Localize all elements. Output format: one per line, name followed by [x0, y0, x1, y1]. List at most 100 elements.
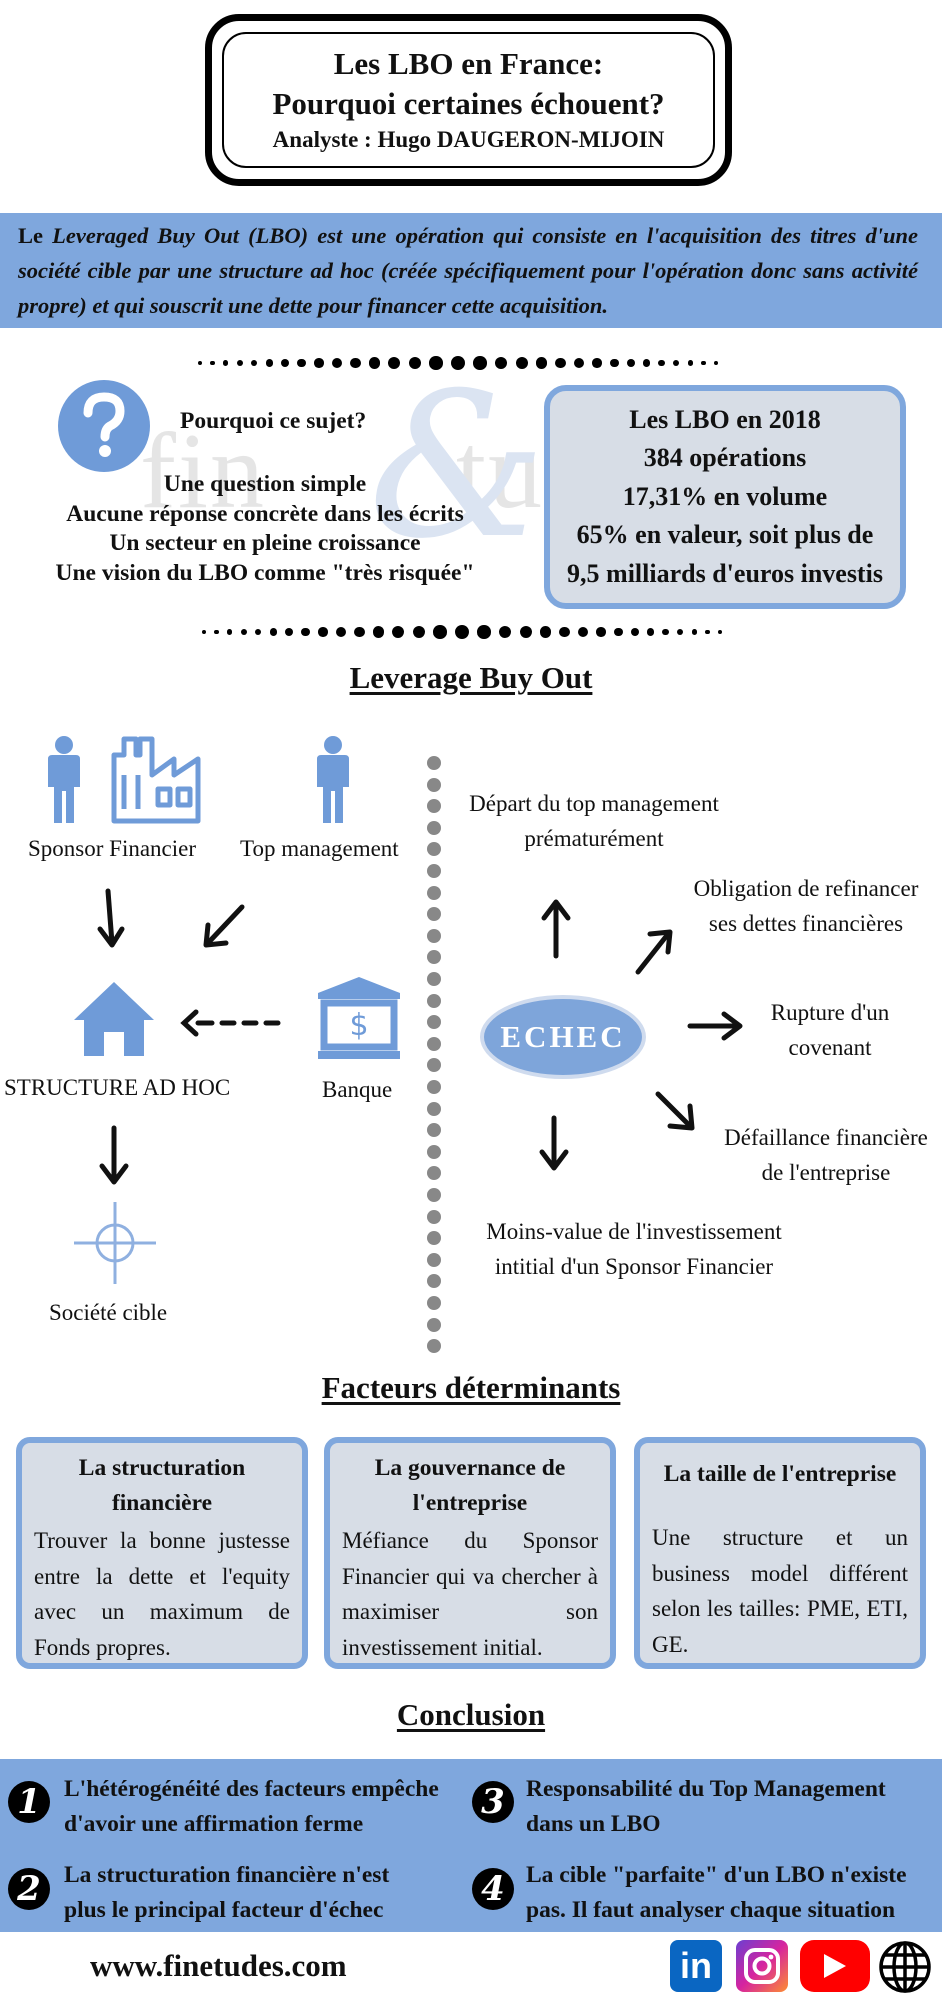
separator-dot	[613, 627, 623, 637]
conclusion-band	[0, 1759, 942, 1932]
separator-dot	[519, 626, 532, 638]
number-badge: 4	[472, 1868, 514, 1910]
separator-dot	[285, 628, 294, 636]
factor-card-title: La taille de l'entreprise	[663, 1461, 897, 1487]
person-icon	[48, 736, 80, 823]
globe-icon[interactable]	[878, 1940, 932, 1994]
separator-dot	[227, 629, 233, 635]
stats-line: 65% en valeur, soit plus de	[576, 520, 874, 550]
divider-dot	[427, 885, 441, 900]
definition-text: Le Leveraged Buy Out (LBO) est une opéra…	[18, 223, 918, 318]
divider-dot	[427, 1101, 441, 1116]
linkedin-icon[interactable]: in	[670, 1940, 722, 1992]
why-line: Une vision du LBO comme "très risquée"	[55, 559, 475, 586]
factor-card-body: Trouver la bonne justesse entre la dette…	[34, 1528, 290, 1660]
title-frame: Les LBO en France: Pourquoi certaines éc…	[222, 32, 715, 168]
number-badge: 2	[8, 1868, 50, 1910]
divider-dot	[427, 1080, 441, 1094]
divider-dot	[427, 1123, 441, 1138]
separator-dot	[202, 630, 206, 634]
divider-dot	[427, 1296, 441, 1310]
divider-dot	[427, 1209, 441, 1224]
conclusion-title: Conclusion	[396, 1697, 546, 1732]
divider-dot	[427, 777, 441, 792]
divider-dot	[427, 1339, 441, 1354]
website-link[interactable]: www.finetudes.com	[90, 1948, 347, 1983]
separator-dot	[630, 628, 639, 636]
separator-dot	[642, 359, 651, 367]
separator-dot	[559, 626, 570, 638]
divider-dot	[427, 756, 441, 770]
separator-dot	[701, 360, 706, 366]
bank-arrow	[180, 1009, 281, 1037]
separator-dot	[555, 357, 566, 369]
divider-dot	[427, 1317, 441, 1332]
definition-band	[0, 213, 942, 328]
top-management-label: Top management	[240, 836, 399, 861]
title-line-2: Pourquoi certaines échouent?	[272, 86, 665, 121]
separator-dot	[214, 629, 219, 635]
number-badge: 3	[472, 1781, 514, 1823]
divider-dot	[427, 799, 441, 814]
number-badge: 1	[8, 1781, 50, 1823]
question-icon	[58, 380, 150, 472]
stats-line: 17,31% en volume	[622, 481, 828, 511]
divider-dot	[427, 993, 441, 1008]
separator-dot	[691, 629, 697, 635]
separator-dot	[318, 627, 328, 637]
separator-dot	[408, 356, 422, 370]
factor-card: La gouvernance de l'entreprise Méfiance …	[324, 1437, 616, 1669]
divider-dot	[427, 1058, 441, 1073]
separator-dot	[429, 356, 443, 370]
divider-dot	[427, 1231, 441, 1246]
divider-dot	[427, 907, 441, 922]
stats-line: 9,5 milliards d'euros investis	[567, 558, 883, 588]
divider-dot	[427, 1166, 441, 1181]
separator-dot	[609, 358, 619, 368]
watermark-ampersand: &	[368, 350, 547, 583]
separator-dot	[498, 625, 512, 639]
stats-line: 384 opérations	[643, 443, 807, 473]
separator-dot	[353, 626, 365, 638]
echec-ellipse: ECHEC	[480, 995, 646, 1079]
separator-dot	[646, 628, 655, 636]
instagram-icon[interactable]	[736, 1940, 788, 1992]
factors-title: Facteurs déterminants	[321, 1370, 621, 1405]
separator-dot	[713, 361, 718, 365]
divider-dot	[427, 820, 441, 835]
title-line-1: Les LBO en France:	[333, 46, 604, 81]
analyst-name: Analyste : Hugo DAUGERON-MIJOIN	[272, 127, 665, 152]
divider-dot	[427, 928, 441, 943]
house-icon	[74, 982, 154, 1056]
separator-dot	[250, 359, 258, 367]
divider-dot	[427, 1252, 441, 1267]
target-icon	[74, 1202, 156, 1284]
separator-dot	[236, 360, 243, 366]
separator-dot	[392, 626, 405, 638]
separator-dot	[626, 359, 635, 367]
separator-dot	[210, 360, 215, 366]
youtube-icon[interactable]	[800, 1940, 870, 1992]
separator-dot	[314, 358, 324, 368]
why-list: Une question simple Aucune réponse concr…	[40, 470, 490, 588]
separator-dot	[331, 358, 342, 368]
separator-dot	[388, 357, 401, 369]
divider-dot	[427, 864, 441, 878]
separator-dot	[223, 360, 229, 366]
dotted-separator-middle	[202, 624, 722, 640]
separator-dot	[433, 625, 447, 639]
separator-dot	[574, 358, 585, 368]
stats-box: Les LBO en 2018 384 opérations 17,31% en…	[544, 385, 906, 609]
separator-dot	[301, 627, 311, 637]
lbo-section-title: Leverage Buy Out	[349, 660, 593, 695]
separator-dot	[265, 359, 273, 367]
separator-dot	[454, 625, 469, 639]
separator-dot	[297, 358, 307, 368]
dotted-separator-top	[198, 355, 718, 371]
